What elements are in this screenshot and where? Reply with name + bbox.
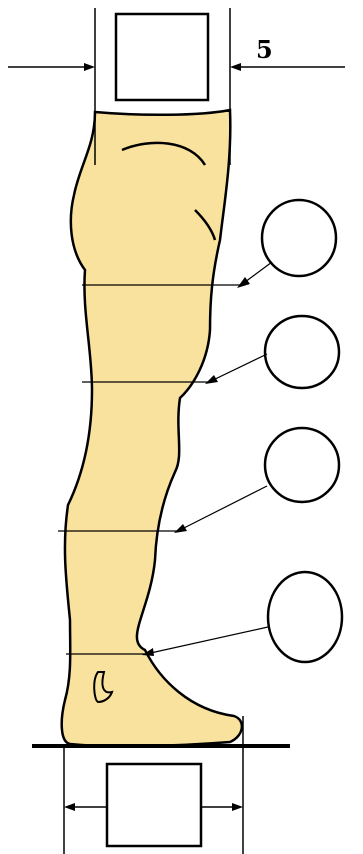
calf-circle: [265, 428, 339, 502]
top-left-arrowhead: [84, 63, 95, 71]
ankle-circle: [268, 572, 342, 662]
bottom-right-arrowhead: [232, 803, 243, 811]
calf-leader-line: [178, 486, 267, 531]
top-measurement-box: [116, 14, 208, 100]
bottom-left-arrowhead: [64, 803, 75, 811]
knee-leader-arrowhead: [205, 375, 218, 384]
top-width-dimension-label: 5: [256, 35, 273, 64]
bottom-measurement-box: [107, 764, 201, 846]
calf-leader-arrowhead: [174, 524, 187, 533]
ankle-leader-line: [146, 627, 268, 654]
knee-leader-line: [209, 354, 267, 382]
knee-circle: [265, 316, 339, 388]
top-right-arrowhead: [230, 63, 241, 71]
thigh-circle: [262, 200, 336, 276]
thigh-leader-arrowhead: [237, 277, 250, 288]
